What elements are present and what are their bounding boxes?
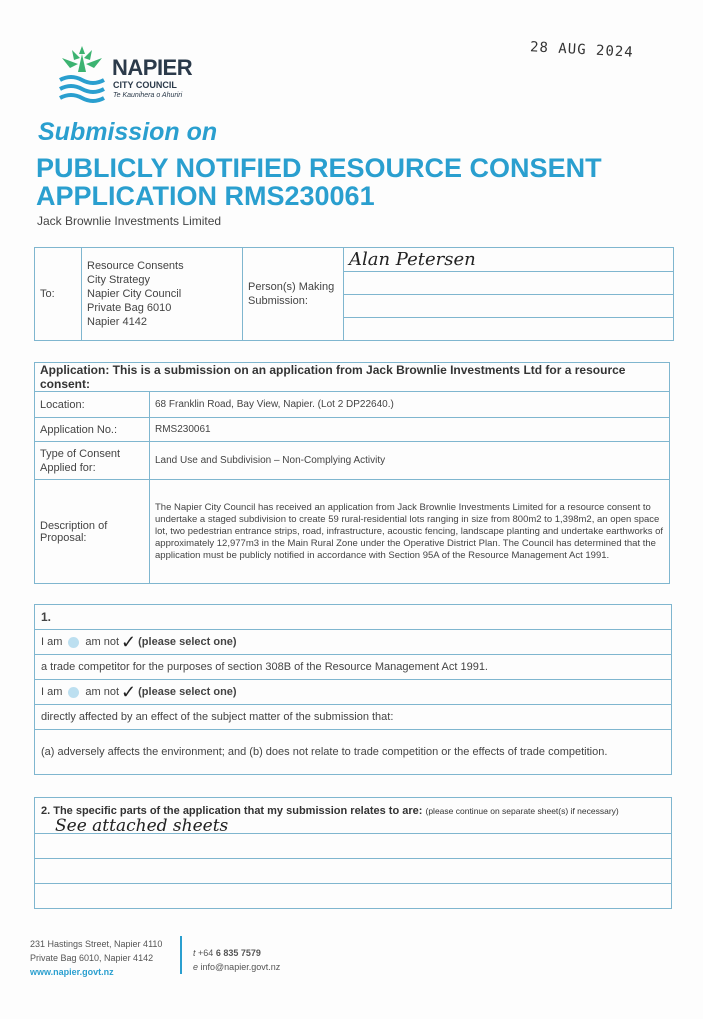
submission-on-heading: Submission on — [38, 118, 218, 146]
section-2-heading: 2. The specific parts of the application… — [35, 798, 671, 836]
i-am-radio[interactable] — [68, 636, 80, 648]
consent-type-value: Land Use and Subdivision – Non-Complying… — [149, 441, 670, 480]
application-no-value: RMS230061 — [149, 417, 670, 442]
footer-address: 231 Hastings Street, Napier 4110 Private… — [30, 937, 162, 979]
footer-address-postal: Private Bag 6010, Napier 4142 — [30, 953, 154, 963]
consent-type-label: Type of Consent Applied for: — [34, 441, 150, 480]
phone-prefix: t — [193, 948, 196, 958]
email-prefix: e — [193, 962, 199, 972]
to-label: To: — [34, 247, 82, 341]
email-link[interactable]: info@napier.govt.nz — [200, 962, 281, 972]
submitter-line-4[interactable] — [343, 317, 674, 341]
footer-phone: t +64 6 835 7579 — [193, 946, 280, 960]
i-am-label: I am — [41, 636, 63, 648]
footer-website-link[interactable]: www.napier.govt.nz — [30, 967, 114, 977]
received-date-stamp: 28 AUG 2024 — [529, 39, 635, 61]
section-2-handwritten: See attached sheets — [55, 816, 229, 836]
select-hint: (please select one) — [138, 686, 237, 698]
application-heading: Application: This is a submission on an … — [34, 362, 670, 392]
description-value: The Napier City Council has received an … — [149, 479, 670, 584]
application-table: Application: This is a submission on an … — [34, 362, 670, 584]
page-title: PUBLICLY NOTIFIED RESOURCE CONSENT APPLI… — [36, 153, 602, 211]
logo-name: NAPIER — [112, 55, 193, 80]
address-line: Resource Consents — [87, 260, 184, 272]
address-line: Napier City Council — [87, 288, 182, 300]
footer-email: e info@napier.govt.nz — [193, 960, 280, 974]
am-not-label: am not — [85, 686, 120, 698]
fern-wave-icon — [59, 46, 105, 103]
applicant-name: Jack Brownlie Investments Limited — [37, 214, 222, 228]
application-heading-text: This is a submission on an application f… — [40, 363, 626, 391]
persons-making-submission-label: Person(s) Making Submission: — [242, 247, 344, 341]
directly-affected-text: directly affected by an effect of the su… — [35, 705, 671, 730]
checkmark-icon[interactable]: ✓ — [121, 631, 137, 652]
address-line: City Strategy — [87, 274, 150, 286]
checkmark-icon[interactable]: ✓ — [121, 681, 137, 702]
location-value: 68 Franklin Road, Bay View, Napier. (Lot… — [149, 391, 670, 418]
council-address: Resource Consents City Strategy Napier C… — [81, 247, 243, 341]
address-line: Private Bag 6010 — [87, 302, 172, 314]
location-label: Location: — [34, 391, 150, 418]
section-2-line[interactable] — [35, 834, 671, 859]
section-1-number: 1. — [35, 605, 671, 630]
logo-subtitle: CITY COUNCIL — [113, 80, 177, 90]
submitter-line-2[interactable] — [343, 271, 674, 295]
address-line: Napier 4142 — [87, 316, 147, 328]
description-label: Description of Proposal: — [34, 479, 150, 584]
i-am-label: I am — [41, 686, 63, 698]
i-am-radio[interactable] — [68, 686, 80, 698]
section-2-heading-bold: 2. The specific parts of the application… — [41, 805, 423, 817]
footer-address-street: 231 Hastings Street, Napier 4110 — [30, 939, 163, 949]
footer-divider — [180, 936, 182, 974]
submitter-name: Alan Petersen — [349, 249, 476, 270]
submitter-line-3[interactable] — [343, 294, 674, 318]
trade-competitor-text: a trade competitor for the purposes of s… — [35, 655, 671, 680]
section-2-hint: (please continue on separate sheet(s) if… — [425, 806, 619, 816]
select-hint: (please select one) — [138, 636, 237, 648]
application-heading-bold: Application: — [40, 363, 110, 377]
footer-contact: t +64 6 835 7579 e info@napier.govt.nz — [193, 946, 280, 974]
section-2: 2. The specific parts of the application… — [34, 797, 672, 909]
section-2-line[interactable] — [35, 884, 671, 908]
submitter-name-field[interactable]: Alan Petersen — [343, 247, 674, 272]
application-no-label: Application No.: — [34, 417, 150, 442]
phone-code: +64 — [198, 948, 214, 958]
to-section-table: To: Resource Consents City Strategy Napi… — [34, 247, 674, 341]
section-1: 1. I am am not ✓ (please select one) a t… — [34, 604, 672, 775]
trade-competitor-choice: I am am not ✓ (please select one) — [35, 630, 671, 655]
section-2-line[interactable] — [35, 859, 671, 884]
phone-number: 6 835 7579 — [215, 948, 261, 958]
napier-logo: NAPIER CITY COUNCIL Te Kaunihera o Ahuri… — [56, 44, 206, 104]
directly-affected-choice: I am am not ✓ (please select one) — [35, 680, 671, 705]
am-not-label: am not — [85, 636, 120, 648]
conditions-text: (a) adversely affects the environment; a… — [41, 745, 608, 758]
logo-maori-name: Te Kaunihera o Ahuriri — [113, 92, 183, 99]
